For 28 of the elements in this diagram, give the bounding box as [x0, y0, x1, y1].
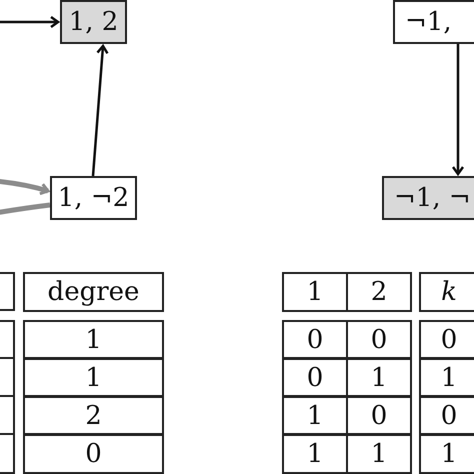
state-box: 1, 2: [60, 0, 127, 44]
table-cell: 2: [23, 396, 164, 435]
table-cell: k: [419, 272, 474, 312]
arrow: [452, 44, 464, 176]
table-cell: 0: [23, 434, 164, 474]
arrow: [92, 44, 109, 176]
table-cell: 1: [282, 396, 348, 435]
table-cell: 1: [419, 434, 474, 474]
table-cell: 1: [346, 434, 412, 474]
table-cell: 0: [346, 396, 412, 435]
arrow: [0, 178, 50, 196]
state-box: ¬1,: [393, 0, 474, 44]
table-cell: 1: [346, 358, 412, 397]
table-cell: 1: [23, 358, 164, 397]
table-cell: degree: [23, 272, 164, 312]
state-box: ¬1, ¬: [382, 176, 474, 220]
table-cell: 0: [282, 320, 348, 359]
table-cell: 0: [419, 320, 474, 359]
table-cell: 0: [346, 320, 412, 359]
table-cell: 1: [282, 272, 348, 312]
table-cell: 2: [346, 272, 412, 312]
table-cell: 1: [419, 358, 474, 397]
state-box: 1, ¬2: [50, 176, 137, 220]
table-cell: 0: [282, 358, 348, 397]
table-cell: 1: [282, 434, 348, 474]
table-cell: 1: [23, 320, 164, 359]
arrow: [0, 16, 60, 28]
table-cell: 0: [419, 396, 474, 435]
